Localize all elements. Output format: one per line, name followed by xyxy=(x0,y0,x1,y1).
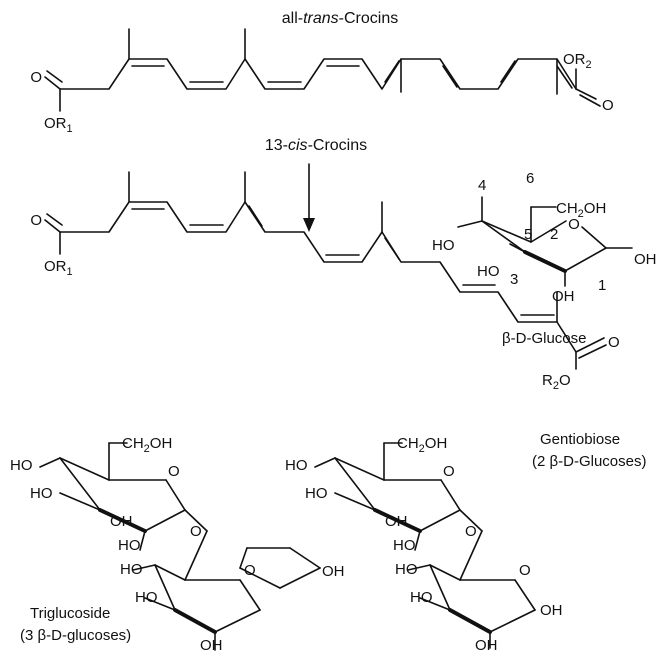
glucose-ring-o: O xyxy=(568,216,580,233)
trig-ring-o-2: O xyxy=(244,562,256,579)
glucose-number-6: 6 xyxy=(526,170,534,187)
or1-label-top: OR1 xyxy=(44,115,73,135)
trig-oh-1: OH xyxy=(110,513,133,530)
gent-oh-2: OH xyxy=(475,637,498,654)
or2-label-top: OR2 xyxy=(563,51,592,71)
trig-ho-2: HO xyxy=(30,485,53,502)
glucose-ho-c4: HO xyxy=(432,237,455,254)
triglucoside-structure xyxy=(39,442,321,651)
13-cis-crocin-structure xyxy=(44,171,607,370)
or1-label-cis: OR1 xyxy=(44,258,73,278)
trig-ch2oh: CH2OH xyxy=(122,435,172,455)
carbonyl-o-label-cis-left: O xyxy=(30,212,42,229)
13-cis-crocins-title: 13-cis-Crocins xyxy=(265,137,367,154)
r2o-label-cis: R2O xyxy=(542,372,571,392)
trig-ho-3: HO xyxy=(118,537,141,554)
gentiobiose-caption-line1: Gentiobiose xyxy=(540,431,620,448)
glucose-caption: β-D-Glucose xyxy=(502,330,586,347)
carbonyl-o-label-left: O xyxy=(30,69,42,86)
gent-ring-o-1: O xyxy=(443,463,455,480)
isomerization-arrow xyxy=(303,163,315,232)
gent-ho-3: HO xyxy=(393,537,416,554)
gentiobiose-caption-line2: (2 β-D-Glucoses) xyxy=(532,453,646,470)
all-trans-crocin-structure xyxy=(44,28,601,112)
gent-ch2oh: CH2OH xyxy=(397,435,447,455)
glucose-number-3: 3 xyxy=(510,271,518,288)
trig-ho-5: HO xyxy=(135,589,158,606)
gent-ho-5: HO xyxy=(410,589,433,606)
gent-ring-o-2: O xyxy=(519,562,531,579)
glucose-oh-c2: OH xyxy=(552,288,575,305)
triglucoside-caption-line2: (3 β-D-glucoses) xyxy=(20,627,131,644)
gent-ho-4: HO xyxy=(395,561,418,578)
gent-oh-3: OH xyxy=(540,602,563,619)
trig-ring-o-1: O xyxy=(168,463,180,480)
glucose-oh-c1: OH xyxy=(634,251,657,268)
trig-ho-4: HO xyxy=(120,561,143,578)
carbonyl-o-label-right: O xyxy=(602,97,614,114)
glucose-number-2: 2 xyxy=(550,226,558,243)
gent-ho-1: HO xyxy=(285,457,308,474)
all-trans-crocins-title: all-trans-Crocins xyxy=(282,10,398,27)
glucose-number-1: 1 xyxy=(598,277,606,294)
trig-oh-3: OH xyxy=(322,563,345,580)
gentiobiose-structure xyxy=(314,442,536,649)
glucose-number-5: 5 xyxy=(524,226,532,243)
trig-oh-2: OH xyxy=(200,637,223,654)
beta-d-glucose-structure xyxy=(457,196,633,287)
gent-ho-2: HO xyxy=(305,485,328,502)
glucose-number-4: 4 xyxy=(478,177,486,194)
triglucoside-caption-line1: Triglucoside xyxy=(30,605,110,622)
gent-oh-1: OH xyxy=(385,513,408,530)
trig-ho-1: HO xyxy=(10,457,33,474)
gent-o-link: O xyxy=(465,523,477,540)
carbonyl-o-label-cis-right: O xyxy=(608,334,620,351)
trig-o-link-1: O xyxy=(190,523,202,540)
glucose-ho-c3: HO xyxy=(477,263,500,280)
glucose-ch2oh: CH2OH xyxy=(556,200,606,220)
